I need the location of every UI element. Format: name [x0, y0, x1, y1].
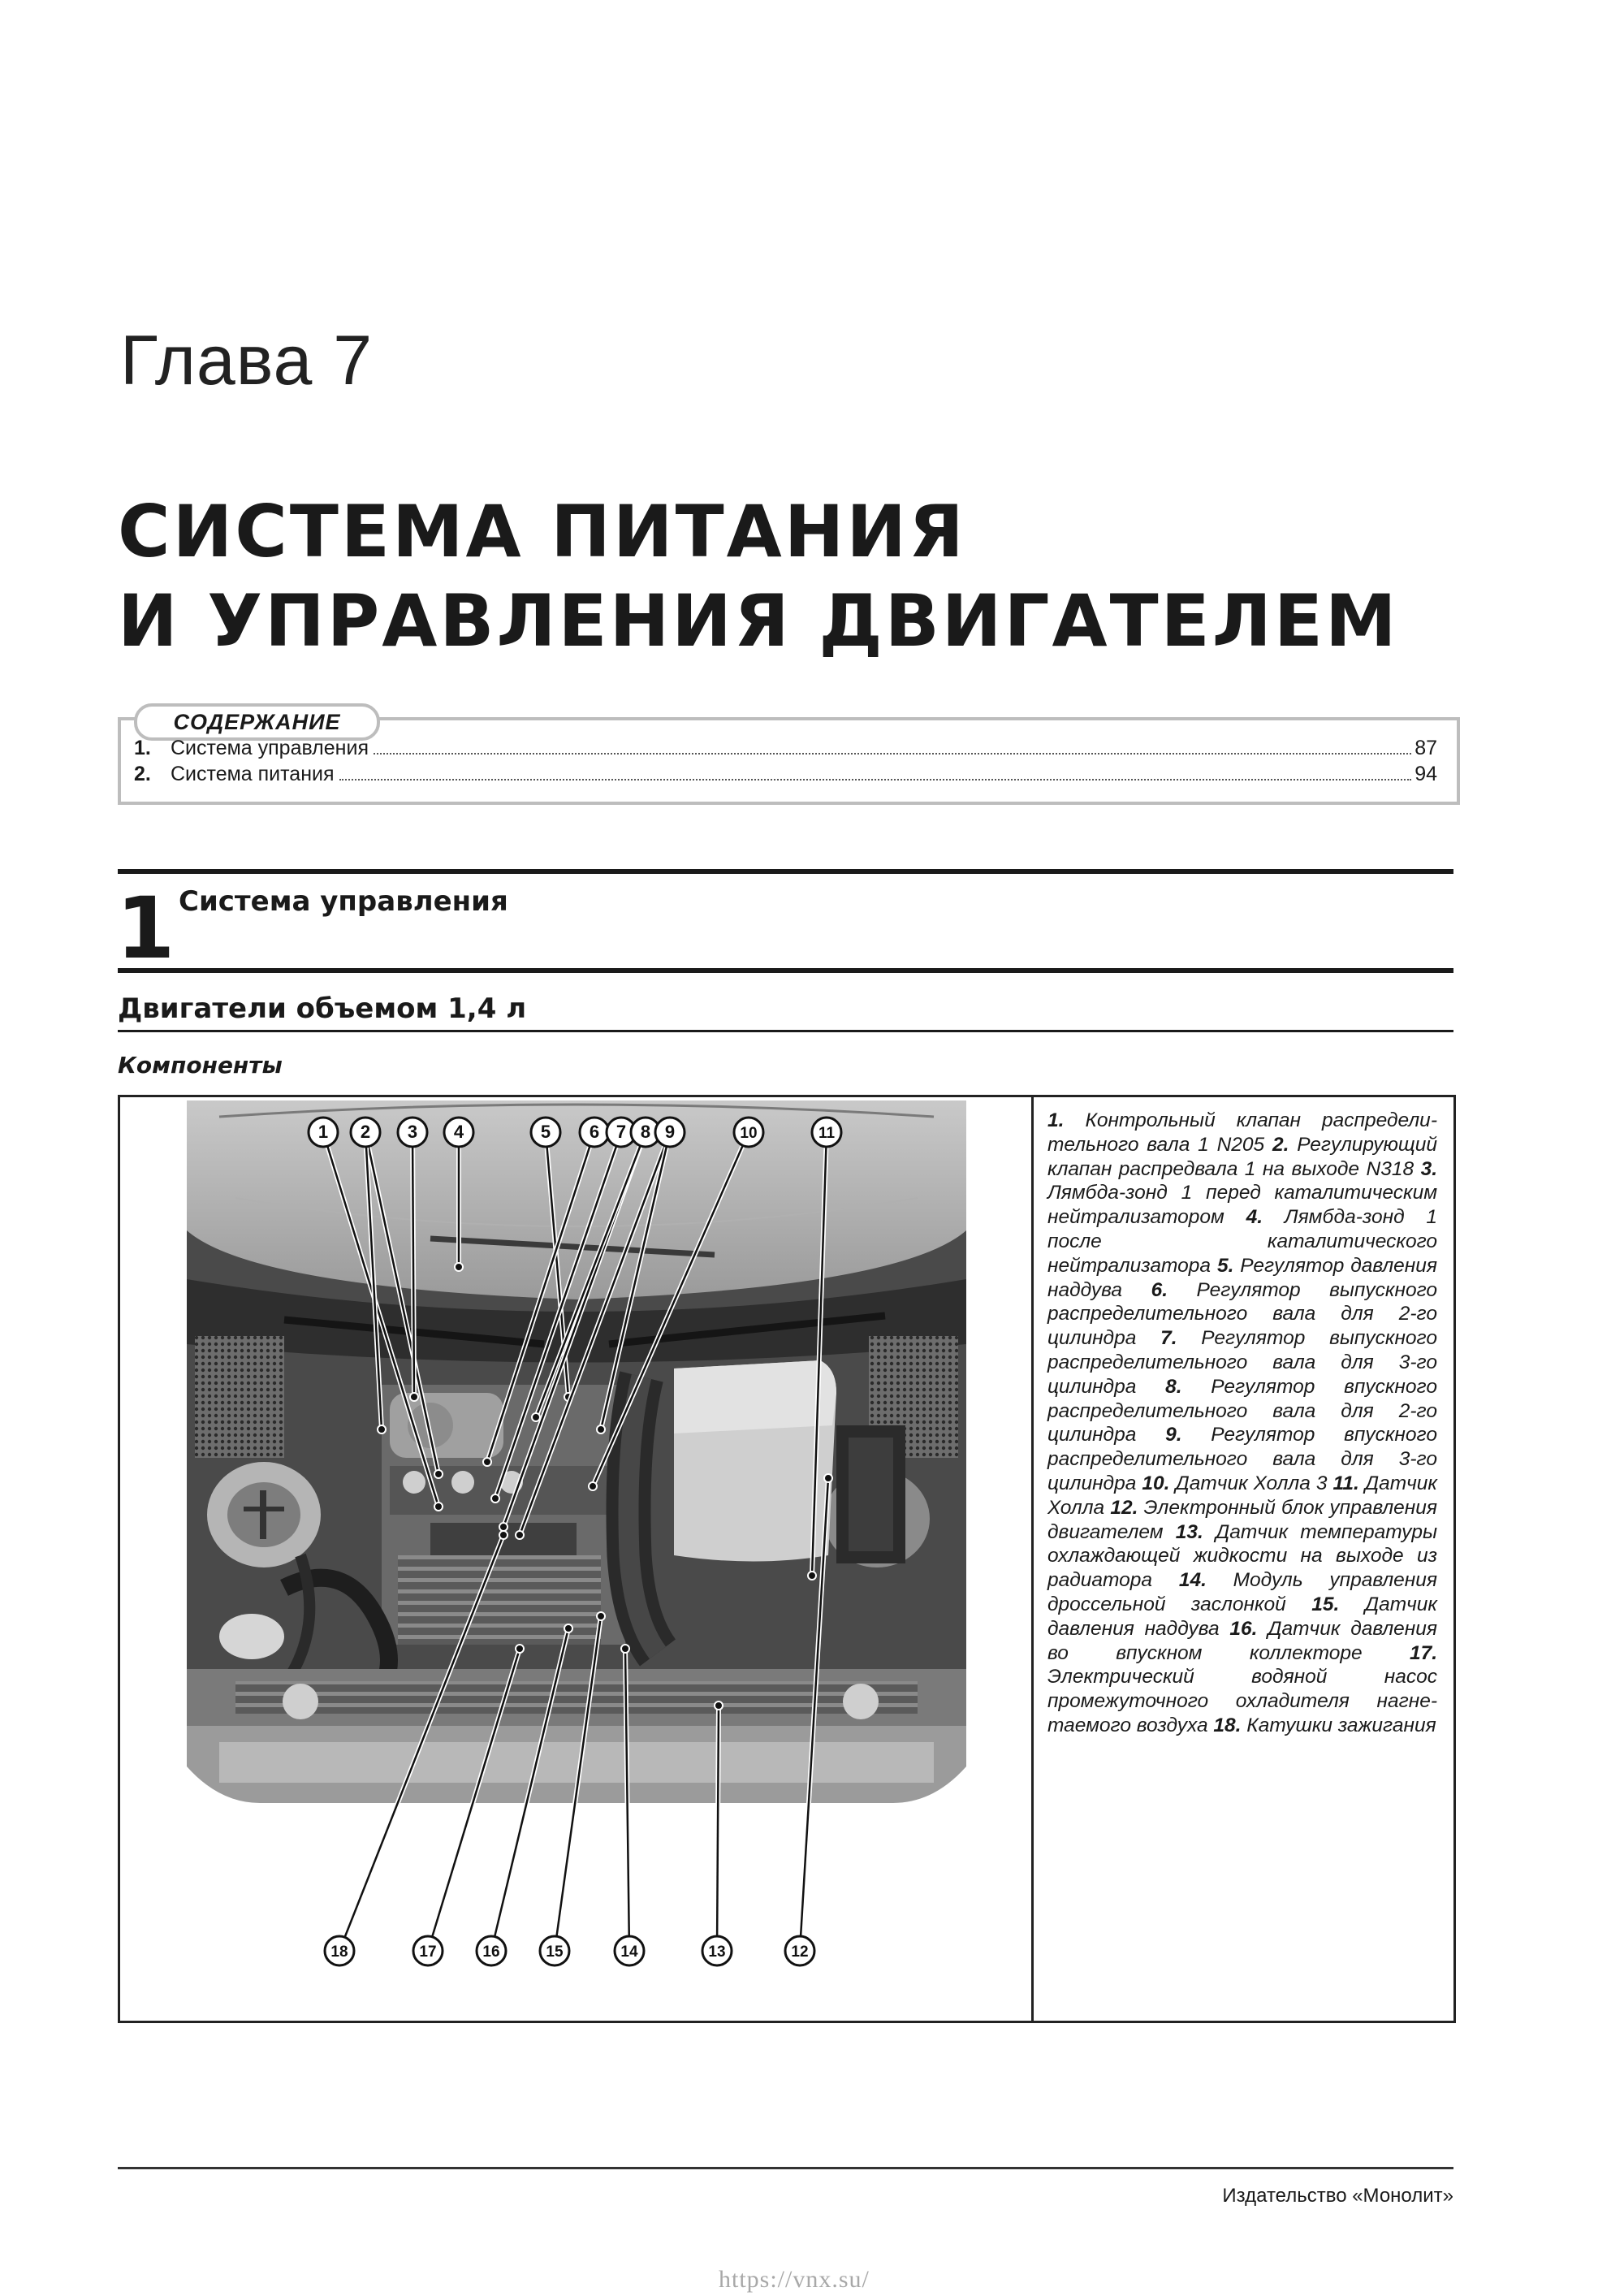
caption-entry: 16. Датчик давления во впускном коллекто… — [1047, 1618, 1437, 1664]
caption-entry: 17. Электрический водяной насос промежут… — [1047, 1642, 1437, 1736]
caption-entry-number: 13. — [1175, 1520, 1203, 1543]
chapter-label: Глава 7 — [120, 322, 374, 400]
caption-entry: 2. Регулиру­ющий клапан распредвала 1 на… — [1047, 1134, 1437, 1180]
caption-entry: 9. Регуля­тор впускного распределительно… — [1047, 1424, 1437, 1494]
caption-entry-number: 7. — [1160, 1327, 1177, 1350]
toc-entry[interactable]: 2. Система питания 94 — [134, 761, 1437, 787]
caption-entry-number: 3. — [1420, 1157, 1437, 1180]
toc-leader-dots — [373, 753, 1412, 755]
chapter-title-line: СИСТЕМА ПИТАНИЯ — [118, 490, 966, 573]
caption-entry: 8. Регуля­тор впускного распределительно… — [1047, 1376, 1437, 1446]
caption-entry-text: Датчик температуры ох­лаждающей жидкости… — [1047, 1520, 1437, 1592]
caption-entry-text: Регулиру­ющий клапан распредвала 1 на вы… — [1047, 1133, 1437, 1180]
caption-entry-number: 11. — [1332, 1472, 1359, 1494]
caption-entry-text: Регуля­тор давления наддува — [1047, 1254, 1437, 1301]
caption-entry-text: Датчик Холла — [1047, 1472, 1437, 1519]
toc-entry-title: Система управления — [171, 737, 369, 759]
caption-entry-text: Датчик Холла 3 — [1169, 1472, 1333, 1494]
caption-entry-text: Дат­чик давления наддува — [1047, 1593, 1438, 1640]
caption-entry: 7. Регулятор выпускного распределительно… — [1047, 1327, 1437, 1398]
caption-entry-text: Лямбда-зонд 1 перед каталитическим нейтр… — [1047, 1182, 1437, 1229]
watermark-url: https://vnx.su/ — [719, 2266, 870, 2293]
toc-entry-number: 2. — [134, 763, 151, 785]
caption-entry-text: Регулятор выпускного распределительного … — [1047, 1327, 1437, 1398]
caption-entry-text: Катушки зажи­гания — [1241, 1714, 1436, 1736]
caption-entry-number: 18. — [1213, 1714, 1242, 1736]
caption-entry-number: 17. — [1409, 1641, 1437, 1664]
caption-entry: 14. Модуль управления дроссельной заслон… — [1047, 1569, 1437, 1615]
caption-entry: 5. Регуля­тор давления наддува — [1047, 1255, 1437, 1301]
caption-entry-text: Датчик давления во впускном коллекторе — [1047, 1617, 1437, 1664]
caption-entry: 4. Лямбда-зонд 1 после каталити­ческого … — [1047, 1206, 1437, 1277]
caption-entry-text: Контрольный клапан распредели­тельного в… — [1047, 1109, 1437, 1156]
subsection-title: Двигатели объемом 1,4 л — [118, 992, 527, 1025]
caption-entry: 11. Датчик Холла — [1047, 1472, 1437, 1519]
caption-entry-text: Электрический водяной насос промежуточно… — [1047, 1666, 1437, 1736]
section-top-rule — [118, 869, 1453, 874]
caption-entry: 3. Лямбда-зонд 1 перед каталитическим не… — [1047, 1158, 1437, 1229]
caption-entry: 18. Катушки зажи­гания — [1213, 1714, 1436, 1736]
chapter-title-line: И УПРАВЛЕНИЯ ДВИГАТЕЛЕМ — [118, 579, 1399, 663]
caption-entry-text: Элек­тронный блок управления двига­телем — [1047, 1496, 1437, 1543]
caption-entry-number: 9. — [1165, 1424, 1182, 1446]
caption-entry: 13. Датчик температуры ох­лаждающей жидк… — [1047, 1521, 1437, 1592]
figure-frame — [118, 1095, 1456, 2023]
caption-entry-number: 6. — [1151, 1278, 1168, 1301]
components-label: Компоненты — [118, 1052, 283, 1079]
toc-entry-title: Система питания — [171, 763, 335, 785]
section-bottom-rule — [118, 968, 1453, 973]
toc-entry-page: 87 — [1415, 737, 1437, 759]
footer-rule — [118, 2167, 1453, 2169]
toc-box — [118, 717, 1460, 805]
caption-entry-text: Регуля­тор впускного распределительного … — [1047, 1375, 1437, 1446]
caption-entry-number: 2. — [1272, 1133, 1289, 1156]
toc-entry-page: 94 — [1415, 763, 1437, 785]
caption-entry-number: 5. — [1216, 1254, 1234, 1277]
caption-entry-number: 15. — [1311, 1593, 1340, 1615]
caption-entry-number: 8. — [1165, 1375, 1182, 1398]
toc-tab — [134, 703, 380, 741]
caption-entry: 1. Контрольный клапан распредели­тельног… — [1047, 1109, 1437, 1156]
caption-entry-number: 14. — [1178, 1569, 1207, 1592]
section-number: 1 — [116, 879, 175, 978]
subsection-rule — [118, 1030, 1453, 1032]
caption-entry: 12. Элек­тронный блок управления двига­т… — [1047, 1497, 1437, 1543]
caption-entry-number: 12. — [1110, 1496, 1138, 1519]
toc-heading: СОДЕРЖАНИЕ — [173, 710, 341, 734]
section-title: Система управления — [179, 885, 508, 918]
toc-entry[interactable]: 1. Система управления 87 — [134, 735, 1437, 761]
caption-entry-text: Регулятор выпускного распределительного … — [1047, 1278, 1438, 1350]
caption-entry-text: Лямбда-зонд 1 после каталити­ческого ней… — [1047, 1206, 1437, 1277]
caption-entry-number: 4. — [1246, 1206, 1263, 1229]
caption-entry-text: Модуль управления дроссельной заслонкой — [1047, 1569, 1437, 1615]
publisher-name: Издательство «Монолит» — [1222, 2185, 1453, 2207]
toc-entry-number: 1. — [134, 737, 151, 759]
caption-entry-number: 10. — [1142, 1472, 1170, 1494]
figure-divider — [1031, 1095, 1034, 2021]
caption-entry: 15. Дат­чик давления наддува — [1047, 1593, 1437, 1640]
chapter-title: СИСТЕМА ПИТАНИЯ И УПРАВЛЕНИЯ ДВИГАТЕЛЕМ — [118, 487, 1539, 666]
caption-entry-number: 16. — [1229, 1617, 1258, 1640]
engine-bay-photo — [187, 1100, 966, 1803]
caption-entry-text: Регуля­тор впускного распределительного … — [1047, 1424, 1437, 1494]
caption-entry: 6. Регулятор выпускного распределительно… — [1047, 1279, 1437, 1350]
toc-leader-dots — [339, 779, 1412, 780]
caption-entry-number: 1. — [1047, 1109, 1065, 1131]
caption-entry: 10. Датчик Холла 3 — [1142, 1472, 1332, 1494]
figure-caption: 1. Контрольный клапан распредели­тельног… — [1047, 1109, 1437, 1738]
